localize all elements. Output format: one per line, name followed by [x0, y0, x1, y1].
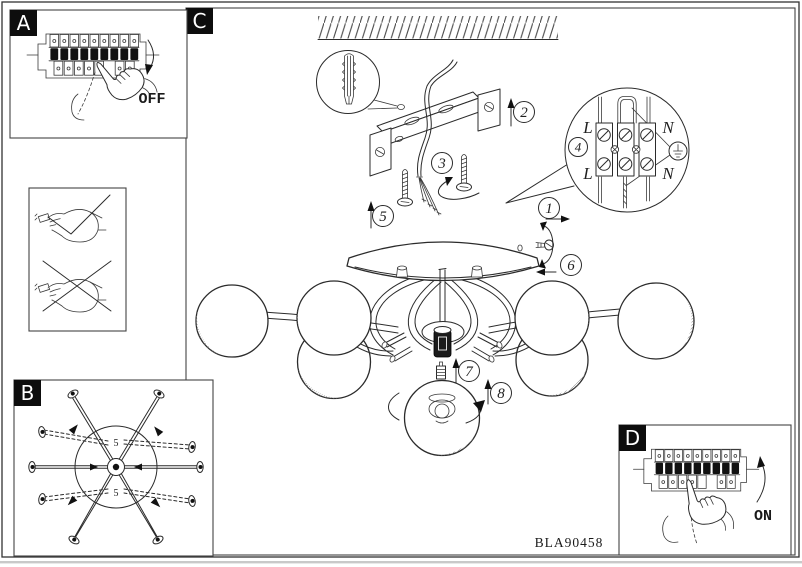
panel-b-label: B	[21, 381, 35, 405]
wall-anchor-icon	[341, 53, 357, 105]
bulb-holder	[196, 461, 204, 473]
breaker-panel	[632, 448, 760, 492]
panel-d-label: D	[625, 426, 640, 450]
glass-sphere	[195, 284, 269, 358]
position-mark: 5	[114, 488, 119, 499]
detail-callout-lines	[505, 163, 575, 204]
svg-text:6: 6	[567, 258, 575, 274]
forbidden-handling	[34, 260, 112, 313]
glass-sphere	[617, 282, 695, 360]
bare-hand-icon	[34, 279, 107, 313]
canopy	[346, 241, 540, 282]
panel-a-label-box	[10, 10, 37, 36]
canopy-outline	[74, 425, 158, 509]
halogen-bulb-icon	[436, 361, 446, 380]
step-3-marker: 3	[431, 152, 453, 174]
mains-cable	[416, 59, 458, 216]
bulb-holder	[28, 461, 36, 473]
panel-b-label-box	[14, 380, 41, 406]
panel-d-power-on: D ON	[618, 424, 792, 556]
terminal-label-neutral-bottom: N	[661, 164, 675, 183]
product-code: BLA90458	[535, 535, 604, 550]
panel-c-label-box	[186, 8, 213, 34]
panel-a-label: A	[17, 11, 31, 35]
panel-d-label-box	[619, 425, 646, 451]
wall-anchor-detail	[316, 50, 405, 114]
sleeve	[71, 93, 85, 121]
top-view-diagram: 5 5	[28, 387, 204, 547]
on-arrow	[756, 463, 766, 503]
sphere-rotation-arrow	[388, 392, 485, 424]
handling-warning-box	[28, 187, 127, 332]
svg-text:4: 4	[575, 140, 582, 155]
terminal-block	[595, 122, 656, 177]
center-socket	[421, 268, 465, 358]
canopy-screw	[535, 221, 554, 269]
svg-text:1: 1	[545, 201, 553, 217]
glass-sphere	[296, 280, 372, 356]
step-7-marker: 7	[452, 358, 480, 384]
rotation-arrows	[67, 424, 164, 508]
sleeve	[662, 515, 679, 543]
svg-text:5: 5	[379, 209, 387, 225]
drill-hole	[397, 104, 405, 110]
canopy-post	[396, 265, 408, 278]
checkmark-icon	[47, 194, 111, 235]
allowed-handling	[34, 194, 111, 243]
anchor-callout-lines	[367, 99, 398, 110]
step-1-marker: 1	[538, 197, 570, 223]
step-5-marker: 5	[367, 201, 394, 229]
glass-sphere	[514, 280, 590, 356]
ceiling-hatch	[317, 16, 559, 40]
svg-text:8: 8	[497, 386, 505, 402]
step-4-marker: 4	[568, 137, 588, 157]
guide-line	[77, 71, 96, 115]
svg-text:3: 3	[437, 156, 446, 172]
power-state-on: ON	[754, 508, 772, 525]
power-state-off: OFF	[138, 91, 165, 108]
inward-arrow	[90, 463, 98, 471]
step-2-marker: 2	[507, 98, 535, 127]
terminal-label-live-top: L	[582, 118, 592, 137]
inward-arrow	[134, 463, 142, 471]
canopy-post	[471, 265, 483, 278]
step-8-marker: 8	[484, 379, 512, 405]
panel-a-power-off: A OFF	[9, 9, 188, 139]
panel-c-label: C	[193, 9, 207, 33]
screw-rotation-arrow	[437, 179, 480, 200]
solid-arms	[33, 394, 199, 541]
lamp-assembly: 7 8	[195, 197, 695, 457]
glass-sphere-bottom	[403, 379, 481, 457]
page-border	[1, 1, 800, 558]
panel-c-main-diagram: C	[185, 7, 796, 556]
arm-stubs	[381, 332, 503, 363]
arrowhead	[145, 64, 153, 75]
cross-icon	[42, 260, 112, 312]
terminal-label-neutral-top: N	[661, 118, 675, 137]
step-6-marker: 6	[536, 254, 582, 276]
arrowhead	[445, 177, 453, 186]
svg-text:7: 7	[465, 364, 474, 380]
guide-line	[690, 489, 698, 545]
panel-b-arm-positioning: B	[13, 379, 214, 557]
position-mark: 5	[114, 438, 119, 449]
terminal-label-live-bottom: L	[582, 164, 592, 183]
svg-text:2: 2	[520, 105, 528, 121]
page-edge-line	[0, 561, 802, 564]
rotation-arrow	[542, 225, 554, 265]
terminal-block-detail: L L N N 4	[505, 87, 690, 213]
arrowhead	[757, 456, 765, 468]
earth-ground-icon	[668, 141, 688, 161]
